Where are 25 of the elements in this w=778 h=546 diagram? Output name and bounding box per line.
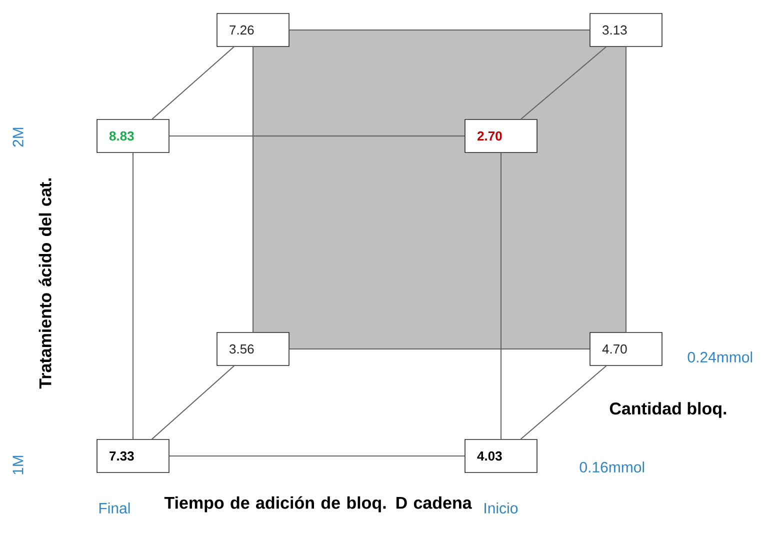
cube-edge <box>520 46 607 120</box>
cube-edge <box>132 152 134 440</box>
value-box: 8.83 <box>96 119 170 153</box>
cube-edge <box>520 365 607 440</box>
level-label: 2M <box>12 128 24 147</box>
value-box: 7.26 <box>216 13 290 47</box>
value-box: 4.70 <box>590 332 662 366</box>
cube-edge <box>252 46 254 333</box>
level-label: 0.24mmol <box>688 352 752 362</box>
value-box: 3.56 <box>216 332 290 366</box>
cube-edge <box>152 46 234 120</box>
axis-title: Tratamiento ácido del cat. <box>38 178 52 389</box>
level-label: Final <box>99 502 130 514</box>
level-label: 1M <box>12 456 24 474</box>
value-box: 2.70 <box>464 119 538 153</box>
cube-edge <box>288 348 590 350</box>
level-label: 0.16mmol <box>580 462 644 472</box>
axis-title: Cantidad bloq. <box>610 402 726 418</box>
value-box: 4.03 <box>464 439 538 473</box>
cube-edge <box>500 152 502 440</box>
level-label: Inicio <box>484 502 518 514</box>
value-box: 7.33 <box>96 439 170 473</box>
value-box: 3.13 <box>590 13 662 47</box>
cube-edge <box>151 365 235 440</box>
axis-title: Tiempo de adición de bloq. D cadena <box>164 496 472 512</box>
